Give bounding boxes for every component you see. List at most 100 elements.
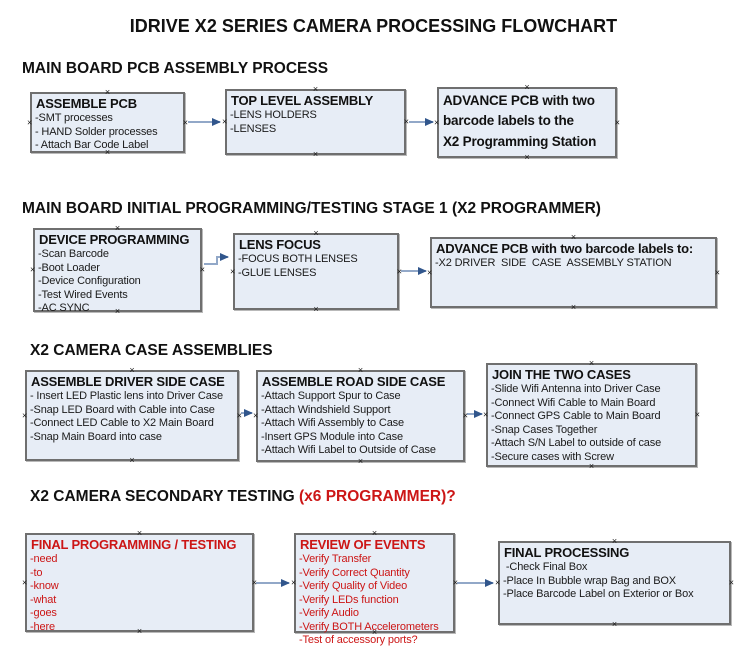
connection-handle-icon: × <box>27 117 33 127</box>
box-title: LENS FOCUS <box>239 237 321 252</box>
box-assemble-road-side-case: ASSEMBLE ROAD SIDE CASE -Attach Support … <box>253 366 468 466</box>
section-header-pcb-assembly: MAIN BOARD PCB ASSEMBLY PROCESS <box>22 60 328 78</box>
connection-handle-icon: × <box>611 536 618 546</box>
connection-handle-icon: × <box>22 577 28 587</box>
box-line: -LENSES <box>230 122 277 135</box>
box-title: ADVANCE PCB with two barcode labels to t… <box>443 93 597 149</box>
box-lens-focus: LENS FOCUS -FOCUS BOTH LENSES -GLUE LENS… <box>230 229 402 314</box>
box-line: -Boot Loader <box>38 261 100 274</box>
box-line: -Attach Wifi Assembly to Case <box>261 417 404 430</box>
box-line: -Verify LEDs function <box>299 593 399 606</box>
connection-handle-icon: × <box>483 409 489 420</box>
connection-handle-icon: × <box>312 149 319 159</box>
connection-handle-icon: × <box>588 358 595 368</box>
connection-handle-icon: × <box>129 455 135 465</box>
connection-handle-icon: × <box>614 117 620 127</box>
box-title: FINAL PROCESSING <box>504 545 630 560</box>
connection-handle-icon: × <box>495 577 501 588</box>
connection-handle-icon: × <box>182 117 188 127</box>
connection-handle-icon: × <box>396 266 402 276</box>
connection-handle-icon: × <box>570 302 577 312</box>
box-title: JOIN THE TWO CASES <box>492 367 631 382</box>
box-line: -Connect LED Cable to X2 Main Board <box>30 417 214 430</box>
box-line: -Snap Main Board into case <box>30 430 162 443</box>
connection-handle-icon: × <box>136 528 143 538</box>
box-line: -Test Wired Events <box>38 288 128 301</box>
connection-handle-icon: × <box>427 267 433 277</box>
section-header-text: MAIN BOARD PCB ASSEMBLY PROCESS <box>22 60 329 77</box>
connection-handle-icon: × <box>357 365 364 375</box>
box-top-level-assembly: TOP LEVEL ASSEMBLY -LENS HOLDERS -LENSES… <box>222 85 409 159</box>
box-line: -Place Barcode Label on Exterior or Box <box>503 588 694 601</box>
box-line: - Attach Bar Code Label <box>35 139 149 152</box>
box-line: -GLUE LENSES <box>238 266 317 279</box>
box-line: -Check Final Box <box>503 561 588 574</box>
connection-handle-icon: × <box>253 410 259 421</box>
connection-handle-icon: × <box>251 577 257 587</box>
box-assemble-pcb: ASSEMBLE PCB -SMT processes - HAND Solde… <box>27 88 188 157</box>
connection-handle-icon: × <box>371 627 378 637</box>
connection-handle-icon: × <box>694 409 700 420</box>
section-header-red-text: (x6 PROGRAMMER)? <box>299 488 456 505</box>
connection-handle-icon: × <box>129 365 135 375</box>
box-line: -LENS HOLDERS <box>230 109 317 122</box>
box-title: ASSEMBLE DRIVER SIDE CASE <box>31 374 225 389</box>
box-title: ASSEMBLE PCB <box>36 96 137 111</box>
box-line: -goes <box>30 607 57 620</box>
box-line: -Scan Barcode <box>38 248 109 261</box>
connection-handle-icon: × <box>291 577 297 588</box>
box-final-programming-testing: FINAL PROGRAMMING / TESTING -need -to -k… <box>22 529 257 636</box>
connection-handle-icon: × <box>434 117 440 127</box>
flow-connector-arrow <box>204 253 229 265</box>
connection-handle-icon: × <box>136 626 143 636</box>
connection-handle-icon: × <box>728 577 734 588</box>
box-title: ADVANCE PCB with two barcode labels to: <box>436 241 694 256</box>
box-line: -Place In Bubble wrap Bag and BOX <box>503 574 676 587</box>
box-title: REVIEW OF EVENTS <box>300 537 426 552</box>
box-line: -Test of accessory ports? <box>299 634 418 647</box>
connection-handle-icon: × <box>462 410 468 421</box>
box-line: - Insert LED Plastic lens into Driver Ca… <box>30 390 223 403</box>
box-line: -Verify BOTH Accelerometers <box>299 620 439 633</box>
box-line: -need <box>30 553 58 566</box>
box-line: -Attach Windshield Support <box>261 403 391 416</box>
box-line: -to <box>30 566 43 579</box>
section-header-text: X2 CAMERA SECONDARY TESTING <box>30 488 299 505</box>
box-device-programming: DEVICE PROGRAMMING -Scan Barcode -Boot L… <box>30 224 205 316</box>
box-line: -Secure cases with Screw <box>491 450 614 463</box>
box-final-processing: FINAL PROCESSING -Check Final Box -Place… <box>495 537 734 629</box>
box-line: -Slide Wifi Antenna into Driver Case <box>491 383 661 396</box>
box-title: DEVICE PROGRAMMING <box>39 232 190 247</box>
box-line: -Connect Wifi Cable to Main Board <box>491 396 656 409</box>
box-line: -Verify Transfer <box>299 553 372 566</box>
box-line: -FOCUS BOTH LENSES <box>238 253 358 266</box>
connection-handle-icon: × <box>104 147 111 157</box>
section-header-text: X2 CAMERA CASE ASSEMBLIES <box>30 342 273 359</box>
connection-handle-icon: × <box>22 410 28 420</box>
box-line: -Attach S/N Label to outside of case <box>491 437 662 450</box>
box-review-of-events: REVIEW OF EVENTS -Verify Transfer -Verif… <box>291 529 458 647</box>
connection-handle-icon: × <box>222 116 228 127</box>
section-header-text: MAIN BOARD INITIAL PROGRAMMING/TESTING S… <box>22 200 601 217</box>
connection-handle-icon: × <box>30 264 36 275</box>
connection-handle-icon: × <box>236 410 242 420</box>
connection-handle-icon: × <box>371 528 378 538</box>
section-header-initial-programming: MAIN BOARD INITIAL PROGRAMMING/TESTING S… <box>22 200 601 218</box>
box-line: -Connect GPS Cable to Main Board <box>491 410 661 423</box>
box-line: -here <box>30 620 55 633</box>
box-line: -know <box>30 580 59 593</box>
connection-handle-icon: × <box>313 228 319 238</box>
connection-handle-icon: × <box>714 267 720 277</box>
connection-handle-icon: × <box>114 223 121 233</box>
box-line: -X2 DRIVER SIDE CASE ASSEMBLY STATION <box>435 257 672 270</box>
box-line: -SMT processes <box>35 112 113 125</box>
connection-handle-icon: × <box>357 456 364 466</box>
box-line: -Snap Cases Together <box>491 423 598 436</box>
box-line: - HAND Solder processes <box>35 125 158 138</box>
connection-handle-icon: × <box>230 266 236 276</box>
connection-handle-icon: × <box>313 304 319 314</box>
box-title: ASSEMBLE ROAD SIDE CASE <box>262 374 446 389</box>
box-line: -Device Configuration <box>38 275 141 288</box>
section-header-secondary-testing: X2 CAMERA SECONDARY TESTING (x6 PROGRAMM… <box>30 488 456 506</box>
